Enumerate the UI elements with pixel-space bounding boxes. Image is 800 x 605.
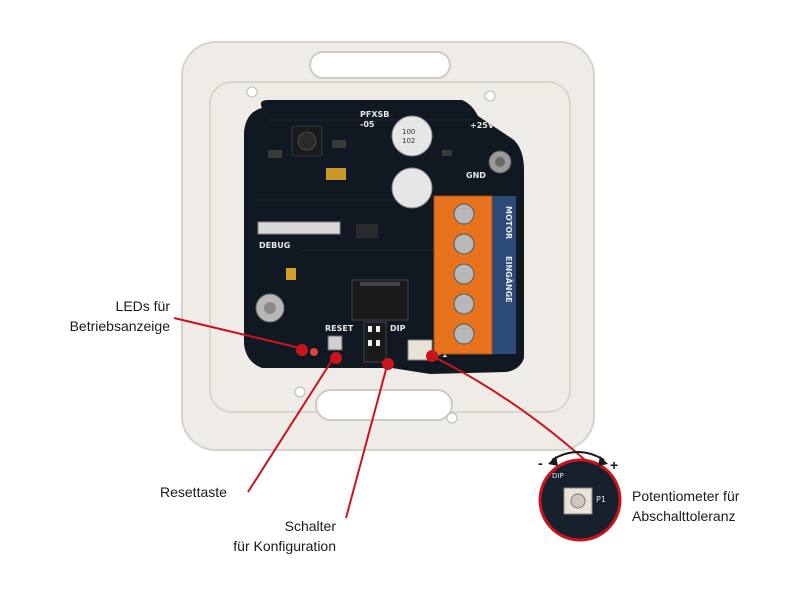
debug-connector xyxy=(257,221,341,235)
potentiometer-zoom-inset: DIP P1 - + xyxy=(538,451,622,542)
bottom-slot xyxy=(315,389,453,421)
poti-callout-line2: Abschalttoleranz xyxy=(632,508,736,524)
dip-callout-line2: für Konfiguration xyxy=(233,538,336,554)
dip-label: DIP xyxy=(390,324,406,333)
debug-label: DEBUG xyxy=(259,241,290,250)
gnd-label: GND xyxy=(466,171,486,180)
dip-switch xyxy=(363,321,387,363)
reset-callout-line xyxy=(247,353,337,493)
plus25v-label: +25V xyxy=(470,121,495,130)
dip-callout: Schalter für Konfiguration xyxy=(200,516,336,556)
callout-dots xyxy=(296,344,438,370)
leds-callout-line2: Betriebsanzeige xyxy=(69,318,170,334)
top-slot xyxy=(309,51,451,79)
leds-callout-line1: LEDs für xyxy=(115,298,170,314)
terminal-block: MOTOR EINGÄNGE xyxy=(433,195,516,355)
zoom-dip-label: DIP xyxy=(552,472,564,480)
reset-callout: Resettaste xyxy=(160,482,227,502)
callout-lines xyxy=(173,317,597,519)
poti-callout: Potentiometer für Abschalttoleranz xyxy=(632,486,739,526)
rotation-arrow xyxy=(551,451,605,461)
reset-button xyxy=(327,335,343,351)
poti-callout-line1: Potentiometer für xyxy=(632,488,740,504)
reset-dot xyxy=(330,352,342,364)
dip-dot xyxy=(382,358,394,370)
reset-callout-line1: Resettaste xyxy=(160,484,227,500)
eingaenge-label: EINGÄNGE xyxy=(504,256,514,303)
board-rev-label: -05 xyxy=(360,120,375,129)
plus-label: + xyxy=(610,457,618,473)
leds-callout-line xyxy=(173,317,301,349)
board-id-label: PFXSB xyxy=(360,110,389,119)
minus-label: - xyxy=(538,455,543,471)
dip-callout-line xyxy=(345,361,389,519)
capacitor-1 xyxy=(391,115,433,157)
poti-dot xyxy=(426,350,438,362)
leds-callout: LEDs für Betriebsanzeige xyxy=(64,296,170,336)
cap-value-label: 100 xyxy=(402,128,415,136)
led-2 xyxy=(310,348,318,356)
poti-callout-line xyxy=(431,355,597,471)
dip-callout-line1: Schalter xyxy=(284,518,336,534)
reset-label: RESET xyxy=(325,324,354,333)
capacitor-2 xyxy=(391,167,433,209)
motor-label: MOTOR xyxy=(504,206,513,239)
zoom-p1-label: P1 xyxy=(596,495,606,504)
cap-code-label: 102 xyxy=(402,137,415,145)
leds-dot xyxy=(296,344,308,356)
